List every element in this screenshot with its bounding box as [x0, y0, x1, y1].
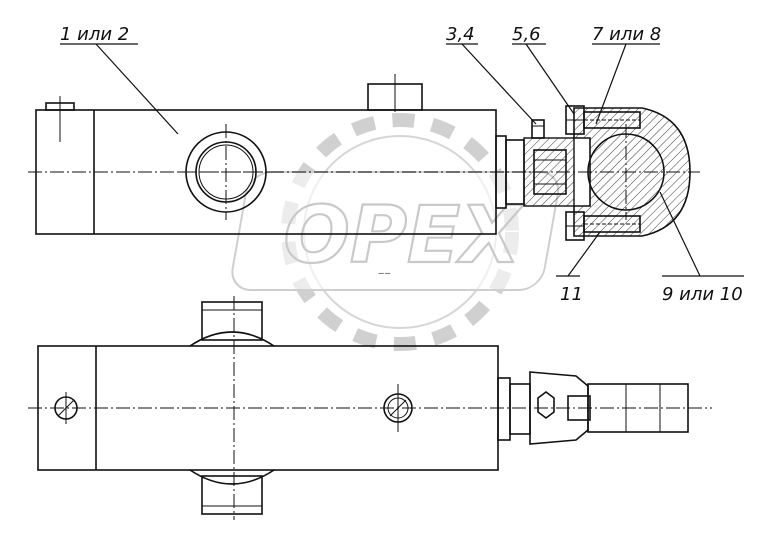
watermark: OPEX — [231, 113, 560, 351]
label-part-3-4: 3,4 — [446, 24, 475, 45]
label-part-7-8: 7 или 8 — [592, 24, 661, 45]
leader-lines — [60, 43, 744, 277]
clamp-head-section — [573, 107, 691, 237]
watermark-text: OPEX — [284, 191, 525, 281]
label-part-5-6: 5,6 — [512, 24, 541, 45]
lock-nut-section — [523, 137, 575, 207]
bottom-view — [28, 296, 712, 520]
label-part-9-10: 9 или 10 — [662, 284, 743, 305]
port-fitting-bottom — [189, 469, 275, 515]
rod-end-bottom — [529, 371, 689, 445]
svg-text:‒‒: ‒‒ — [378, 268, 391, 279]
callout-labels: 1 или 2 3,4 5,6 7 или 8 11 9 или 10 — [60, 24, 743, 305]
port-fitting-top — [189, 301, 275, 347]
top-view: ‒‒ — [28, 74, 700, 279]
label-part-1-2: 1 или 2 — [60, 24, 129, 45]
label-part-11: 11 — [560, 284, 583, 305]
